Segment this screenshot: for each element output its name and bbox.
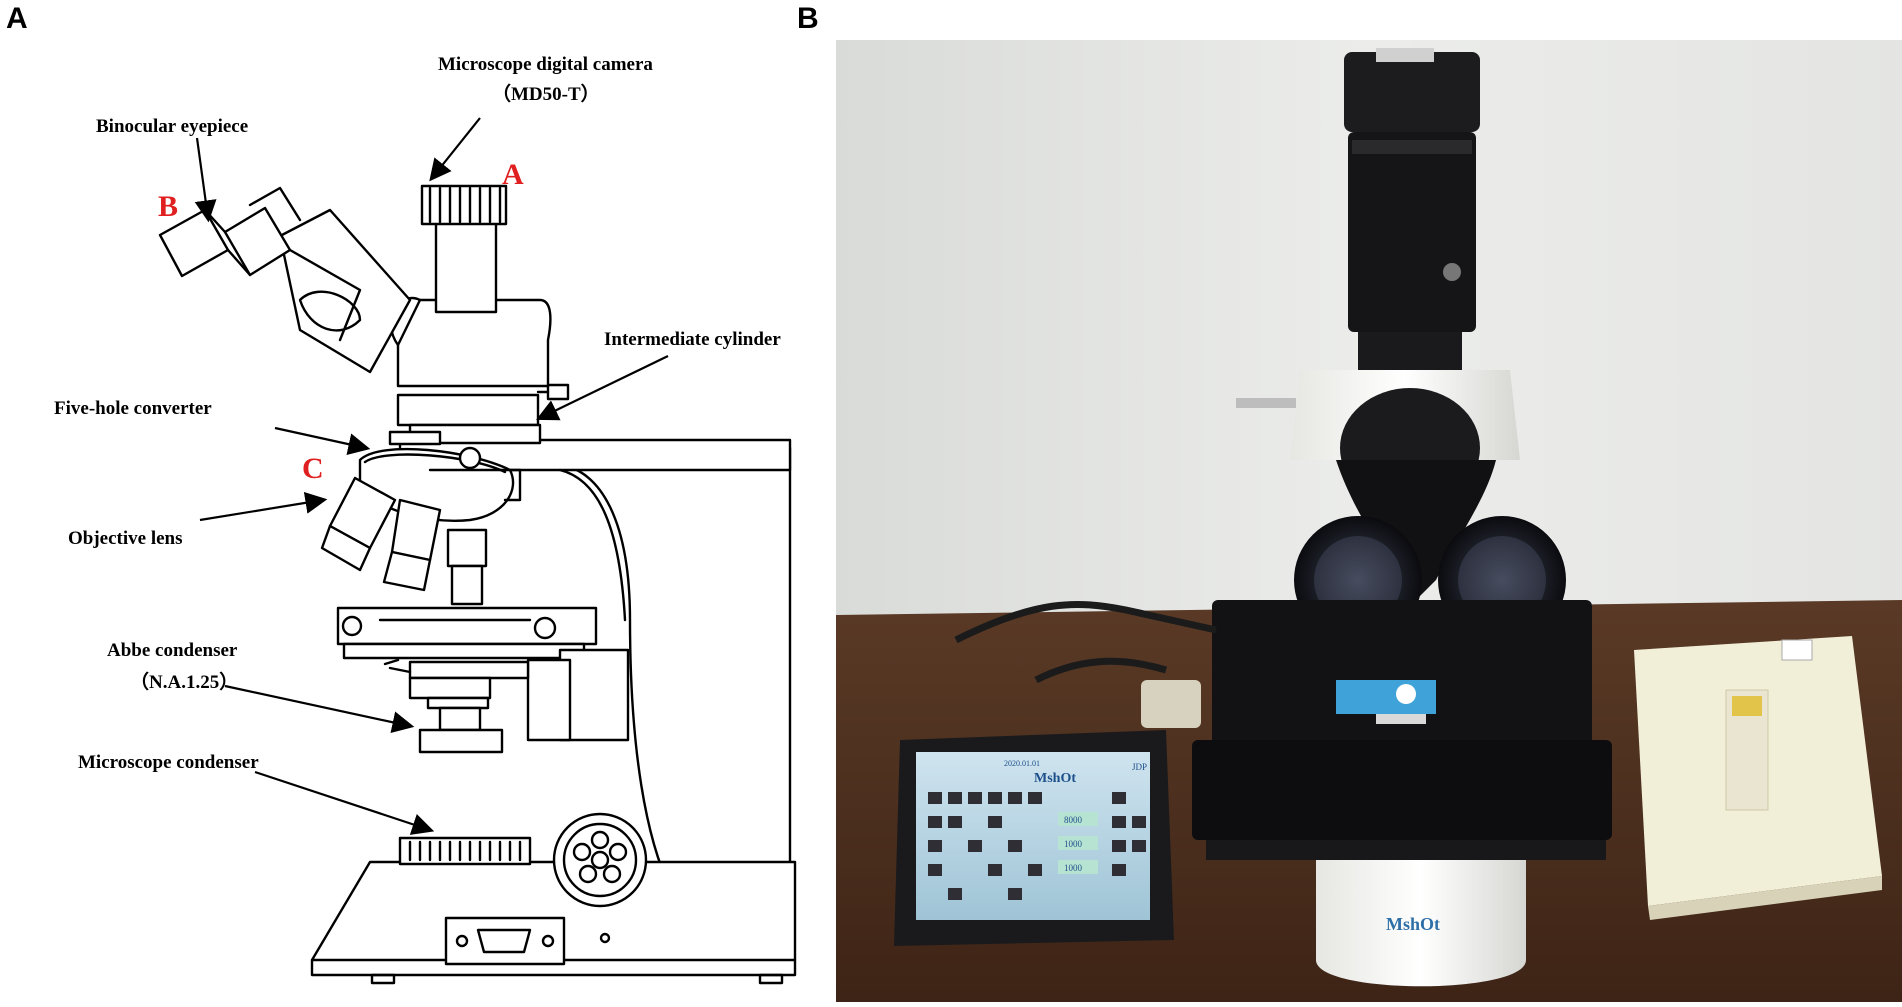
label-intermediate: Intermediate cylinder <box>604 329 781 350</box>
trinocular-head <box>396 298 552 388</box>
label-eyepiece: Binocular eyepiece <box>96 116 248 137</box>
camera-tube <box>434 220 498 314</box>
camera-cap <box>420 184 508 226</box>
tablet-side-text: JDP <box>1132 762 1147 772</box>
arrow-condenser <box>254 770 435 835</box>
tablet-value-1: 8000 <box>1064 815 1083 825</box>
arrow-objective <box>199 491 328 522</box>
binocular-eyepiece-drawing <box>158 186 412 374</box>
slide <box>1336 680 1436 714</box>
serial-connector <box>1141 680 1201 728</box>
label-camera: Microscope digital camera <box>438 54 653 75</box>
intermediate-cylinder <box>396 393 540 427</box>
label-converter: Five-hole converter <box>54 398 212 419</box>
tablet-brand: MshOt <box>1034 771 1076 786</box>
abbe-condenser <box>408 660 530 680</box>
base-brand: MshOt <box>1386 914 1440 934</box>
marker-b: B <box>158 190 178 223</box>
marker-a: A <box>502 158 524 191</box>
camera-body <box>1344 52 1480 132</box>
focus-knob <box>552 812 648 908</box>
tablet-value-2: 1000 <box>1064 839 1083 849</box>
tablet-value-3: 1000 <box>1064 863 1083 873</box>
arrow-eyepiece <box>194 137 217 223</box>
panel-a-letter: A <box>6 2 28 35</box>
stage <box>336 606 598 646</box>
arrow-abbe <box>224 684 415 734</box>
label-camera-model: （MD50-T） <box>492 82 600 105</box>
microscope-diagram-panel: Microscope digital camera （MD50-T） Binoc… <box>0 0 830 1002</box>
panel-b-letter: B <box>797 2 819 35</box>
base-pillar <box>1316 860 1526 987</box>
arrow-camera <box>429 117 481 182</box>
label-abbe-na: （N.A.1.25） <box>130 670 238 693</box>
marker-c: C <box>302 452 324 485</box>
microscope-line-drawing: Microscope digital camera （MD50-T） Binoc… <box>54 54 797 985</box>
arrow-converter <box>274 426 371 455</box>
serial-port <box>444 916 566 966</box>
label-abbe: Abbe condenser <box>107 640 238 661</box>
label-condenser: Microscope condenser <box>78 752 259 773</box>
tablet-header: 2020.01.01 <box>1004 759 1040 768</box>
microscope-photo-panel: MshOt MshOt 2020.01.01 JDP 8000 1000 100… <box>836 40 1902 1002</box>
arrow-intermediate <box>536 355 669 421</box>
label-objective: Objective lens <box>68 528 183 549</box>
objective-lenses <box>320 476 488 606</box>
microscope-photo: MshOt MshOt 2020.01.01 JDP 8000 1000 100… <box>836 40 1902 1002</box>
